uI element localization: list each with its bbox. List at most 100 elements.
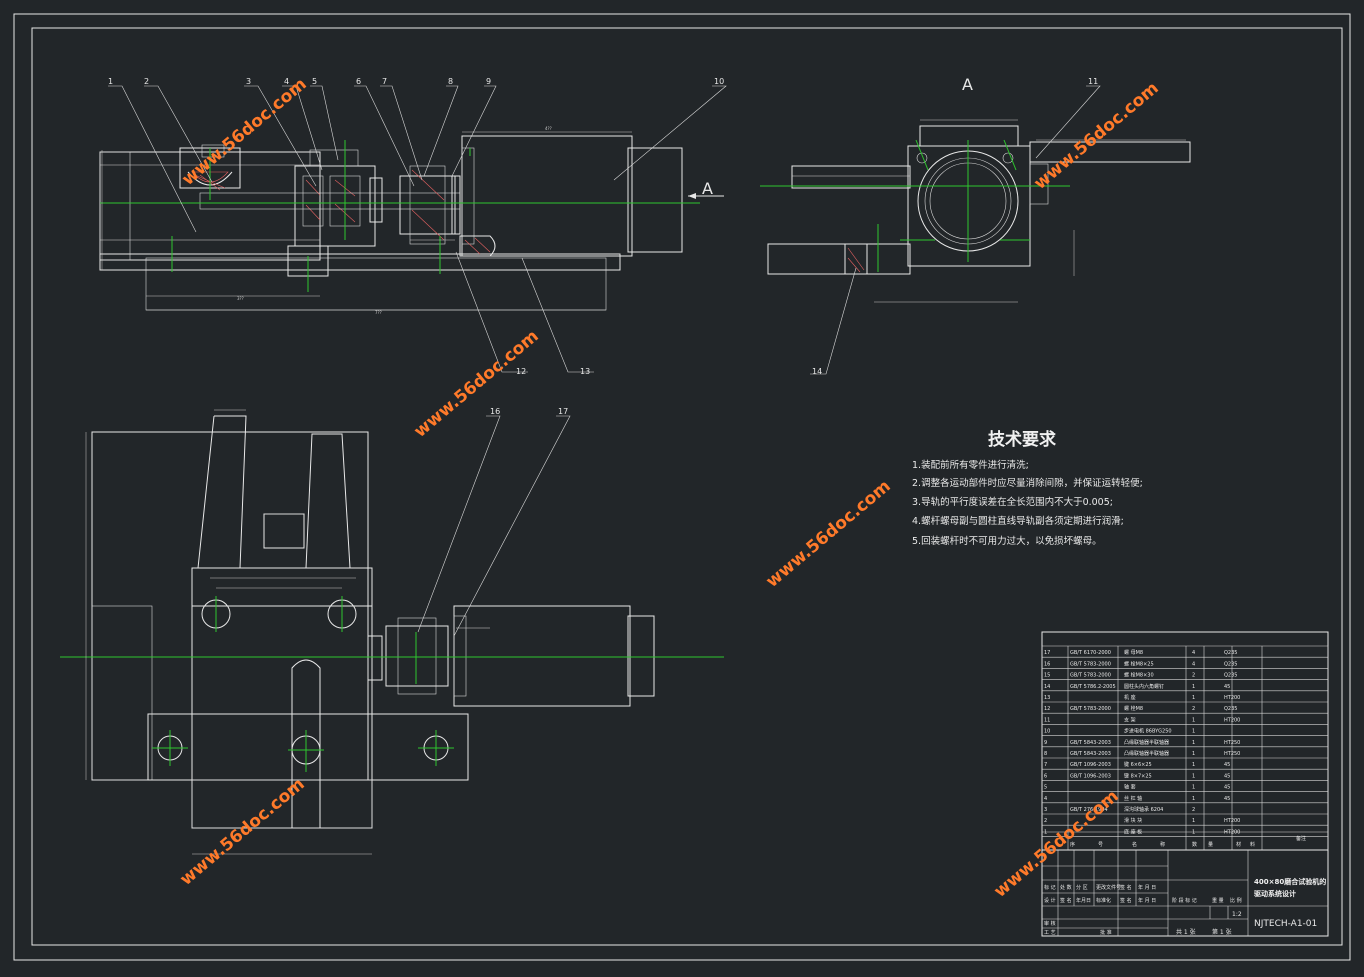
callout-7: 7	[382, 77, 387, 86]
callout-10: 10	[714, 77, 724, 86]
bom-cell-name: 轴 套	[1124, 784, 1136, 791]
inner-frame	[31, 27, 1343, 946]
bom-cell-code: GB/T 5843-2003	[1070, 740, 1111, 746]
svg-text:3??: 3??	[237, 296, 244, 301]
tb-row-a-cell: 处 数	[1060, 884, 1072, 891]
side-view-a	[760, 85, 1191, 375]
bom-cell-mat: Q235	[1224, 661, 1237, 667]
front-view: 7?? 3?? 4??	[99, 85, 727, 373]
callout-4: 4	[284, 77, 289, 86]
tech-req-item-3: 3.导轨的平行度误差在全长范围内不大于0.005;	[912, 496, 1113, 508]
bom-header-code: 号	[1098, 842, 1103, 848]
bom-cell-mat: 45	[1224, 773, 1230, 779]
bom-cell-name: 深沟球轴承 6204	[1124, 806, 1163, 813]
svg-text:4??: 4??	[545, 126, 552, 131]
tech-req-item-1: 1.装配前所有零件进行清洗;	[912, 459, 1029, 471]
tb-process: 工 艺	[1044, 930, 1056, 936]
callout-1: 1	[108, 77, 113, 86]
bom-cell-qty: 4	[1192, 650, 1195, 656]
tb-row-a-cell: 更改文件号	[1096, 884, 1121, 891]
bom-row: 6 GB/T 1096-2003 键 8×7×25 1 45	[1044, 772, 1230, 779]
svg-text:7??: 7??	[375, 310, 382, 315]
bom-cell-no: 11	[1044, 717, 1050, 723]
bom-cell-mat: HT200	[1224, 818, 1240, 824]
bom-header-name2: 称	[1160, 841, 1165, 848]
bom-cell-qty: 1	[1192, 740, 1195, 746]
tb-title-2: 驱动系统设计	[1254, 889, 1296, 898]
callout-12: 12	[516, 367, 526, 376]
bom-cell-name: 螺 母M8	[1124, 649, 1143, 656]
tb-title-1: 400×80磨合试验机的	[1254, 877, 1326, 886]
bom-cell-qty: 1	[1192, 762, 1195, 768]
bom-cell-mat: Q235	[1224, 650, 1237, 656]
bom-header-mat2: 料	[1250, 841, 1255, 848]
bom-header-mat: 材	[1236, 841, 1241, 848]
bom-cell-code: GB/T 5783-2000	[1070, 661, 1111, 667]
outer-border	[13, 13, 1351, 961]
bom-cell-no: 16	[1044, 661, 1050, 667]
bom-cell-no: 3	[1044, 807, 1047, 813]
view-arrow-label: A	[702, 179, 713, 198]
watermark-3: www.56doc.com	[410, 326, 542, 442]
tb-approve: 批 准	[1100, 929, 1112, 936]
callout-2: 2	[144, 77, 149, 86]
tb-row-b-cell: 签 名	[1060, 897, 1072, 904]
bom-cell-code: GB/T 1096-2003	[1070, 773, 1111, 779]
tb-reviewer: 审 核	[1044, 920, 1056, 927]
bom-cell-qty: 1	[1192, 695, 1195, 701]
bom-cell-name: 螺 栓M8×30	[1124, 672, 1154, 679]
bom-cell-name: 丝 杠 轴	[1124, 795, 1142, 802]
callout-13: 13	[580, 367, 590, 376]
callout-9: 9	[486, 77, 491, 86]
bom-cell-qty: 2	[1192, 807, 1195, 813]
callout-16: 16	[490, 407, 500, 416]
tb-row-a-cell: 标 记	[1044, 884, 1056, 891]
bom-cell-mat: Q235	[1224, 673, 1237, 679]
bom-cell-qty: 4	[1192, 661, 1195, 667]
tb-weight: 重 量	[1212, 897, 1224, 904]
bom-cell-no: 6	[1044, 773, 1047, 779]
bom-cell-mat: Q235	[1224, 706, 1237, 712]
bom-header-name: 名	[1132, 841, 1137, 848]
bom-cell-code: GB/T 5783-2000	[1070, 706, 1111, 712]
top-view	[60, 409, 724, 855]
bom-cell-name: 圆柱头内六角螺钉	[1124, 683, 1164, 690]
bom-cell-no: 9	[1044, 740, 1047, 746]
bom-cell-qty: 1	[1192, 773, 1195, 779]
tb-sheet-no: 第 1 张	[1212, 928, 1232, 936]
bom-cell-qty: 1	[1192, 829, 1195, 835]
view-title-a: A	[962, 75, 973, 94]
bom-cell-no: 2	[1044, 818, 1047, 824]
bom-cell-name: 螺 栓M8	[1124, 705, 1143, 712]
bom-cell-qty: 1	[1192, 751, 1195, 757]
bom-cell-qty: 1	[1192, 818, 1195, 824]
title-block: 审 核 工 艺 批 准 阶 段 标 记 重 量 比 例 1:2 共 1 张 第 …	[1042, 850, 1328, 936]
bom-cell-mat: 45	[1224, 762, 1230, 768]
bom-cell-qty: 1	[1192, 729, 1195, 735]
bom-cell-name: 键 8×7×25	[1124, 772, 1152, 779]
bom-header-remark: 备注	[1296, 835, 1306, 842]
tb-scale: 1:2	[1232, 911, 1242, 918]
watermark-5: www.56doc.com	[176, 774, 308, 890]
bom-cell-name: 键 6×6×25	[1124, 761, 1152, 768]
tech-req-item-4: 4.螺杆螺母副与圆柱直线导轨副各须定期进行润滑;	[912, 515, 1124, 527]
bom-cell-mat: HT200	[1224, 829, 1240, 835]
callout-11: 11	[1088, 77, 1098, 86]
bom-cell-mat: HT250	[1224, 751, 1240, 757]
bom-cell-name: 凸缘联轴器半联轴器	[1124, 739, 1169, 746]
tb-drawing-no: NJTECH-A1-01	[1254, 919, 1317, 929]
watermark-2: www.56doc.com	[1030, 78, 1162, 194]
bom-cell-name: 凸缘联轴器半联轴器	[1124, 750, 1169, 757]
bom-cell-qty: 1	[1192, 717, 1195, 723]
